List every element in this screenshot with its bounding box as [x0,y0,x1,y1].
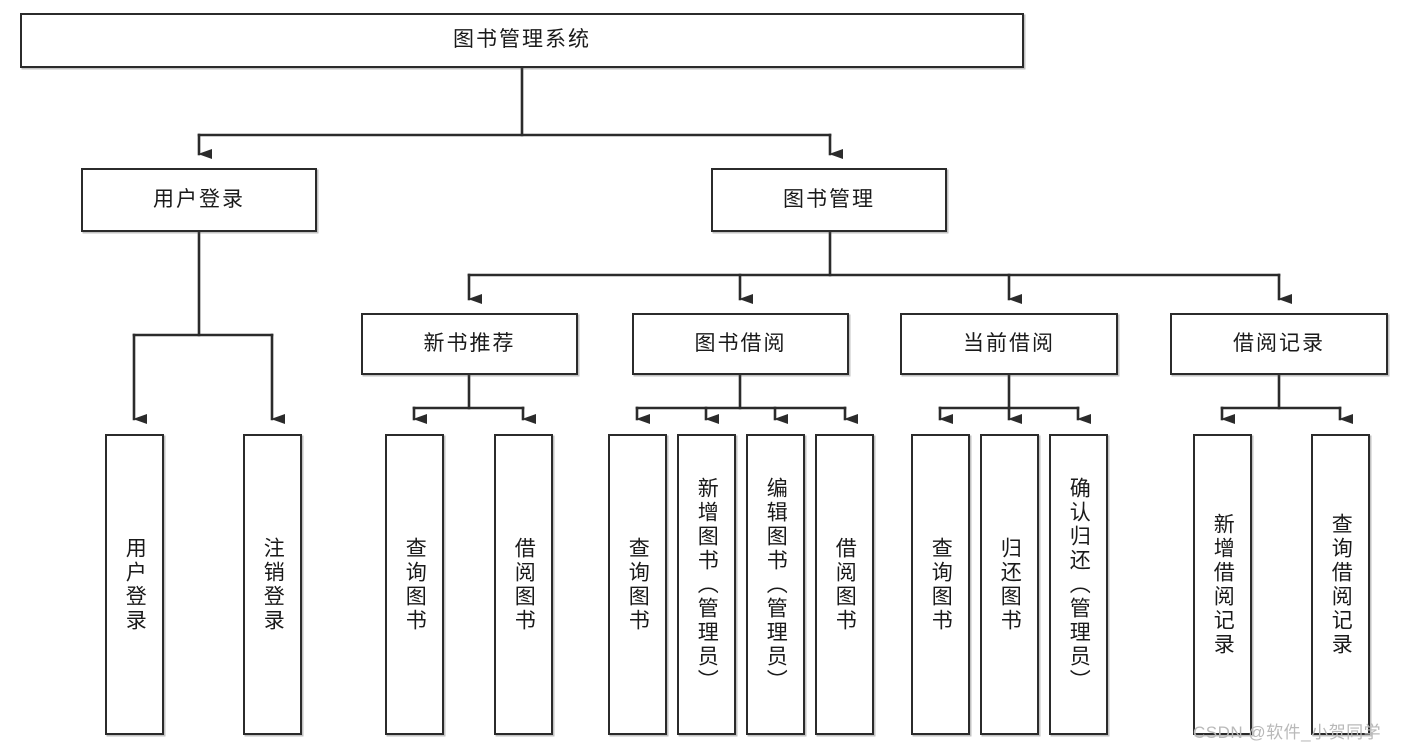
leaf-add-book[interactable]: 新增图书（管理员） [677,434,736,735]
leaf-borrow-book-recommend[interactable]: 借阅图书 [494,434,553,735]
leaf-query-book-recommend[interactable]: 查询图书 [385,434,444,735]
node-current-borrow[interactable]: 当前借阅 [900,313,1118,375]
node-label: 借阅记录 [1233,331,1325,355]
node-label: 确认归还（管理员） [1067,476,1091,693]
node-label: 归还图书 [998,536,1022,633]
leaf-borrow-book[interactable]: 借阅图书 [815,434,874,735]
node-label: 查询借阅记录 [1329,512,1353,657]
node-new-book-recommend[interactable]: 新书推荐 [361,313,578,375]
leaf-logout-login[interactable]: 注销登录 [243,434,302,735]
node-label: 新增借阅记录 [1211,512,1235,657]
node-label: 图书管理 [783,187,875,211]
node-label: 查询图书 [626,536,650,633]
node-book-borrow[interactable]: 图书借阅 [632,313,849,375]
leaf-query-book-current[interactable]: 查询图书 [911,434,970,735]
node-label: 图书借阅 [694,331,787,355]
node-label: 借阅图书 [512,536,536,633]
leaf-add-borrow-record[interactable]: 新增借阅记录 [1193,434,1252,735]
node-label: 查询图书 [403,536,427,633]
node-label: 借阅图书 [833,536,857,633]
leaf-query-borrow-record[interactable]: 查询借阅记录 [1311,434,1370,735]
leaf-query-book-borrow[interactable]: 查询图书 [608,434,667,735]
leaf-confirm-return[interactable]: 确认归还（管理员） [1049,434,1108,735]
node-label: 图书管理系统 [453,28,591,52]
node-book-management-system[interactable]: 图书管理系统 [20,13,1024,68]
node-book-manage[interactable]: 图书管理 [711,168,947,232]
node-label: 查询图书 [929,536,953,633]
node-borrow-record[interactable]: 借阅记录 [1170,313,1388,375]
leaf-return-book[interactable]: 归还图书 [980,434,1039,735]
node-label: 注销登录 [261,536,285,633]
node-label: 用户登录 [153,187,245,211]
node-user-login[interactable]: 用户登录 [81,168,317,232]
node-label: 新书推荐 [423,331,516,355]
leaf-edit-book[interactable]: 编辑图书（管理员） [746,434,805,735]
node-label: 用户登录 [123,536,147,633]
node-label: 当前借阅 [963,331,1055,355]
node-label: 编辑图书（管理员） [764,476,788,693]
leaf-user-login[interactable]: 用户登录 [105,434,164,735]
csdn-watermark: CSDN @软件_小贺同学 [1193,723,1382,742]
node-label: 新增图书（管理员） [695,476,719,693]
